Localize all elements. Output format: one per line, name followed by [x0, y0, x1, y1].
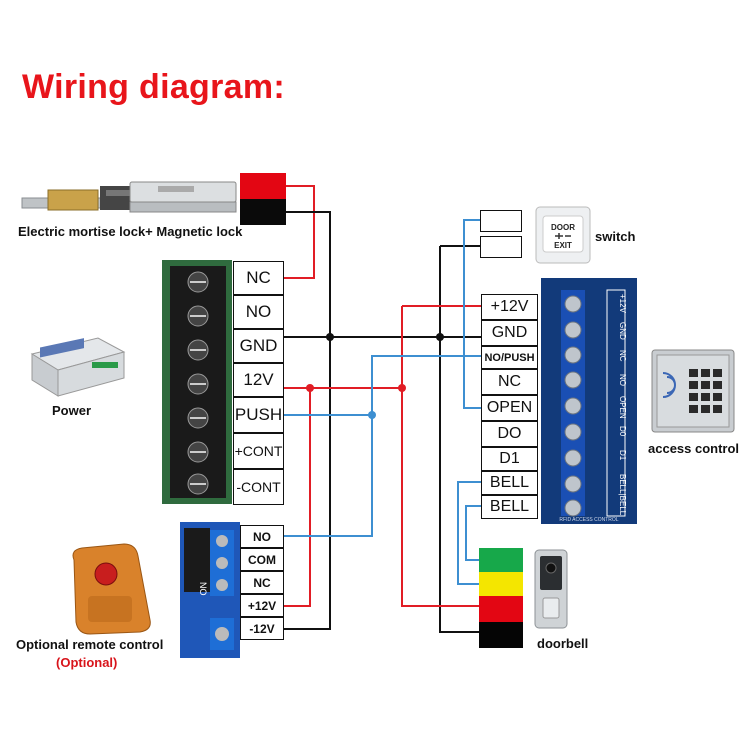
access-control-board-image: +12V GND NC NO OPEN D0 D1 BELL|BELL RFID…	[541, 278, 637, 524]
ac-terminal-plus12v: +12V	[481, 294, 538, 320]
doorbell-label: doorbell	[537, 636, 589, 651]
access-control-label: access control	[648, 441, 740, 456]
junction-12v-left	[306, 384, 314, 392]
ps-terminal-minus-cont: -CONT	[233, 469, 284, 505]
power-label: Power	[52, 403, 92, 418]
wire-12v-remote	[284, 388, 311, 607]
junction-push	[368, 411, 376, 419]
doorbell-image	[534, 549, 568, 629]
remote-fob-image	[72, 543, 151, 635]
ps-terminal-gnd: GND	[233, 329, 284, 363]
exit-button-image: DOOR EXIT	[535, 206, 591, 264]
remote-terminal-minus12v: -12V	[240, 617, 284, 640]
ac-terminal-gnd: GND	[481, 320, 538, 346]
ps-terminal-12v: 12V	[233, 363, 284, 397]
remote-terminal-nc: NC	[240, 571, 284, 594]
ac-terminal-bell-1: BELL	[481, 471, 538, 495]
lock-image	[21, 181, 237, 213]
board-print-bell: BELL|BELL	[618, 474, 627, 516]
wire-lock-red	[284, 185, 315, 279]
ac-terminal-open: OPEN	[481, 395, 538, 421]
exit-button-text-exit: EXIT	[554, 241, 572, 250]
junction-gnd-right	[436, 333, 444, 341]
remote-terminal-plus12v: +12V	[240, 594, 284, 617]
ac-terminal-no-push: NO/PUSH	[481, 346, 538, 369]
remote-optional-label: (Optional)	[56, 655, 118, 670]
board-print-no: NO	[618, 374, 627, 386]
ac-terminal-do: DO	[481, 421, 538, 447]
wire-push-remote	[284, 415, 373, 537]
ps-terminal-no: NO	[233, 295, 284, 329]
wire-switch-open	[463, 219, 481, 409]
lock-label: Electric mortise lock+ Magnetic lock	[18, 224, 243, 239]
bell-green-wire-block	[479, 548, 523, 572]
diagram-title: Wiring diagram:	[22, 68, 285, 106]
junction-gnd-left	[326, 333, 334, 341]
board-print-gnd: GND	[618, 322, 627, 340]
board-print-d0: D0	[618, 426, 627, 437]
board-print-d1: D1	[618, 450, 627, 461]
wire-bell-2	[465, 505, 481, 561]
power-supply-image	[30, 337, 126, 397]
wire-12v-right-bus	[401, 305, 481, 607]
wire-lock-black	[284, 211, 331, 630]
exit-button-text-door: DOOR	[551, 223, 575, 232]
bell-red-wire-block	[479, 596, 523, 622]
remote-label: Optional remote control	[16, 637, 164, 652]
board-print-caption: RFID ACCESS CONTROL	[559, 517, 618, 523]
lock-black-wire-block	[240, 199, 286, 225]
remote-board-print: NO	[198, 582, 208, 596]
power-terminal-block-image	[162, 260, 232, 504]
wire-push	[284, 355, 481, 416]
ps-terminal-push: PUSH	[233, 397, 284, 433]
junction-12v-right	[398, 384, 406, 392]
switch-terminal-2	[480, 236, 522, 258]
ac-terminal-bell-2: BELL	[481, 495, 538, 519]
ac-terminal-nc: NC	[481, 369, 538, 395]
keypad-image	[651, 349, 735, 433]
ps-terminal-plus-cont: +CONT	[233, 433, 284, 469]
remote-terminal-com: COM	[240, 548, 284, 571]
switch-label: switch	[595, 229, 636, 244]
remote-terminal-no: NO	[240, 525, 284, 548]
board-print-12v: +12V	[618, 294, 627, 314]
ps-terminal-nc: NC	[233, 261, 284, 295]
switch-terminal-1	[480, 210, 522, 232]
wire-gnd-right-bus	[439, 245, 480, 633]
wire-bell-1	[457, 481, 481, 585]
board-print-open: OPEN	[618, 396, 627, 419]
bell-black-wire-block	[479, 622, 523, 648]
ac-terminal-d1: D1	[481, 447, 538, 471]
remote-receiver-board-image: NO	[180, 522, 240, 658]
bell-yellow-wire-block	[479, 572, 523, 596]
lock-red-wire-block	[240, 173, 286, 199]
board-print-nc: NC	[618, 350, 627, 362]
